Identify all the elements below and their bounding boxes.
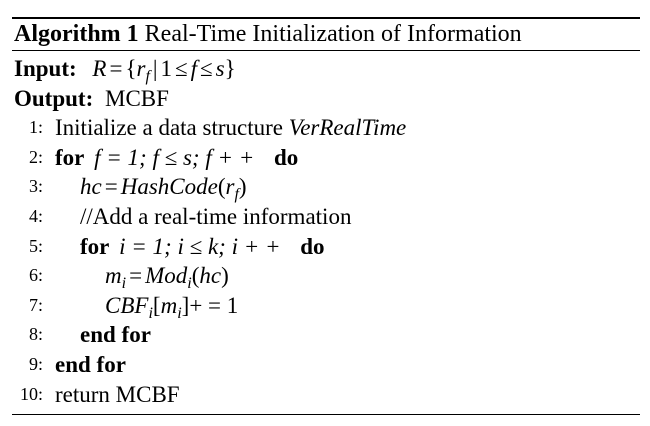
loop-condition: i = 1; i ≤ k; i + + — [119, 233, 281, 259]
comment-text: //Add a real-time information — [80, 203, 352, 229]
assign-eq: = — [104, 174, 118, 200]
input-r: r — [136, 56, 146, 81]
input-s: s — [215, 56, 225, 81]
algo-line-6: 6: mi=Modi(hc) — [12, 261, 640, 293]
array-index-sub: i — [177, 304, 182, 322]
return-statement: return MCBF — [55, 381, 180, 407]
bottom-rule — [12, 414, 640, 416]
line-number: 6: — [28, 265, 43, 286]
function-name-sub: i — [187, 275, 192, 293]
algo-line-1: 1: Initialize a data structure VerRealTi… — [12, 113, 640, 143]
top-rule — [12, 17, 640, 19]
line-number: 9: — [28, 353, 43, 374]
array-name-sub: i — [148, 304, 153, 322]
line-text: Initialize a data structure — [55, 115, 283, 141]
input-bar: | — [152, 56, 158, 81]
algorithm-caption: Algorithm 1 Real-Time Initialization of … — [12, 19, 640, 50]
line-number: 7: — [28, 294, 43, 315]
output-line: Output: MCBF — [12, 84, 640, 114]
output-value: MCBF — [105, 85, 169, 111]
line-number: 1: — [28, 117, 43, 138]
function-arg: hc — [199, 263, 222, 289]
input-label: Input: — [14, 56, 77, 81]
output-label: Output: — [14, 85, 94, 111]
for-keyword: for — [55, 144, 85, 170]
algorithm-label: Algorithm 1 — [14, 21, 139, 47]
function-name: Mod — [145, 263, 188, 289]
algo-line-4: 4: //Add a real-time information — [12, 202, 640, 232]
assign-eq: = — [129, 263, 143, 289]
algo-line-5: 5: for i = 1; i ≤ k; i + + do — [12, 232, 640, 262]
end-for-keyword: end for — [80, 322, 151, 348]
algo-line-7: 7: CBFi[mi]+ = 1 — [12, 291, 640, 322]
array-index: m — [160, 292, 178, 318]
algorithm-block: Algorithm 1 Real-Time Initialization of … — [12, 17, 640, 416]
function-arg-sub: f — [234, 186, 239, 204]
line-italic-name: VerRealTime — [288, 115, 407, 141]
line-number: 2: — [28, 146, 43, 167]
algorithm-title: Real-Time Initialization of Information — [144, 21, 522, 47]
line-number: 4: — [28, 205, 43, 226]
algo-line-3: 3: hc=HashCode(rf) — [12, 172, 640, 204]
assign-lhs: hc — [80, 174, 102, 200]
input-var: R — [92, 56, 107, 81]
line-number: 10: — [19, 383, 43, 404]
algo-line-2: 2: for f = 1; f ≤ s; f + + do — [12, 143, 640, 173]
function-arg: r — [225, 174, 235, 200]
loop-condition: f = 1; f ≤ s; f + + — [94, 144, 255, 170]
input-one: 1 — [160, 56, 173, 81]
line-number: 8: — [28, 324, 43, 345]
assign-lhs-sub: i — [121, 275, 127, 293]
line-number: 5: — [28, 235, 43, 256]
caption-rule — [12, 50, 640, 51]
input-rbrace: } — [224, 56, 236, 81]
do-keyword: do — [274, 144, 299, 170]
algo-line-10: 10: return MCBF — [12, 380, 640, 410]
algo-line-8: 8: end for — [12, 320, 640, 350]
input-eq: = — [109, 56, 123, 81]
assign-lhs: m — [105, 263, 122, 289]
increment-expr: + = 1 — [189, 292, 239, 318]
function-name: HashCode — [120, 174, 218, 200]
array-name: CBF — [105, 292, 149, 318]
algorithm-body: Input: R={rf|1≤f≤s} Output: MCBF 1: Init… — [12, 51, 640, 409]
input-f: f — [190, 56, 198, 81]
input-r-sub: f — [145, 68, 150, 85]
end-for-keyword: end for — [55, 351, 126, 377]
input-leq1: ≤ — [175, 56, 188, 81]
do-keyword: do — [300, 233, 325, 259]
for-keyword: for — [80, 233, 110, 259]
line-number: 3: — [28, 176, 43, 197]
input-line: Input: R={rf|1≤f≤s} — [12, 54, 640, 85]
input-leq2: ≤ — [200, 56, 213, 81]
input-lbrace: { — [125, 56, 137, 81]
algo-line-9: 9: end for — [12, 350, 640, 380]
